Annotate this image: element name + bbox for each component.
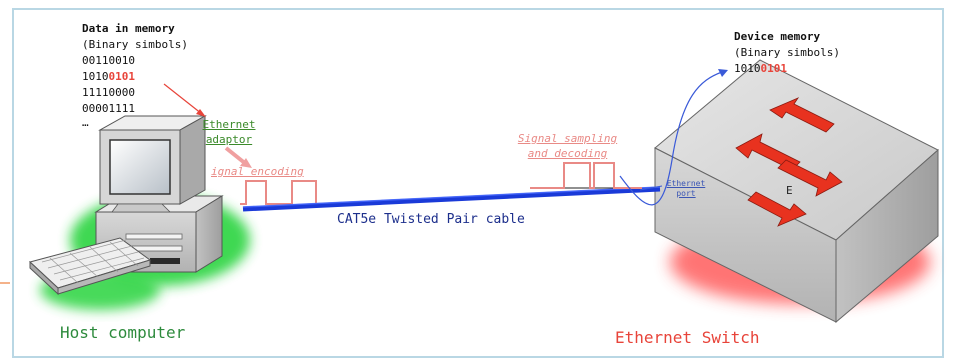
encoded-signal-wave xyxy=(240,181,340,204)
ethernet-port-label: Ethernet port xyxy=(663,179,709,199)
host-computer-label: Host computer xyxy=(60,323,185,342)
ethernet-switch-label: Ethernet Switch xyxy=(615,328,760,347)
device-memory-subtitle: (Binary simbols) xyxy=(734,46,840,59)
ethernet-adaptor-label: Ethernet adaptor xyxy=(196,117,262,147)
device-memory-title: Device memory xyxy=(734,30,820,43)
memory-line: 11110000 xyxy=(82,86,135,99)
memory-line: 00110010 xyxy=(82,54,135,67)
data-to-adaptor-arrow xyxy=(164,84,206,117)
memory-line: … xyxy=(82,116,89,129)
host-computer-icon xyxy=(30,116,222,294)
cable-label: CAT5e Twisted Pair cable xyxy=(337,212,525,227)
memory-subtitle: (Binary simbols) xyxy=(82,38,188,51)
sampled-signal-wave xyxy=(530,163,642,188)
signal-encoding-label: ignal encoding xyxy=(211,165,304,178)
memory-line: 10100101 xyxy=(82,70,135,83)
memory-line: 00001111 xyxy=(82,102,135,115)
switch-e-label: E xyxy=(786,184,793,197)
device-memory-value: 10100101 xyxy=(734,62,787,75)
signal-sampling-label: Signal sampling and decoding xyxy=(505,131,630,161)
cat5e-cable xyxy=(243,189,660,209)
memory-title: Data in memory xyxy=(82,22,175,35)
